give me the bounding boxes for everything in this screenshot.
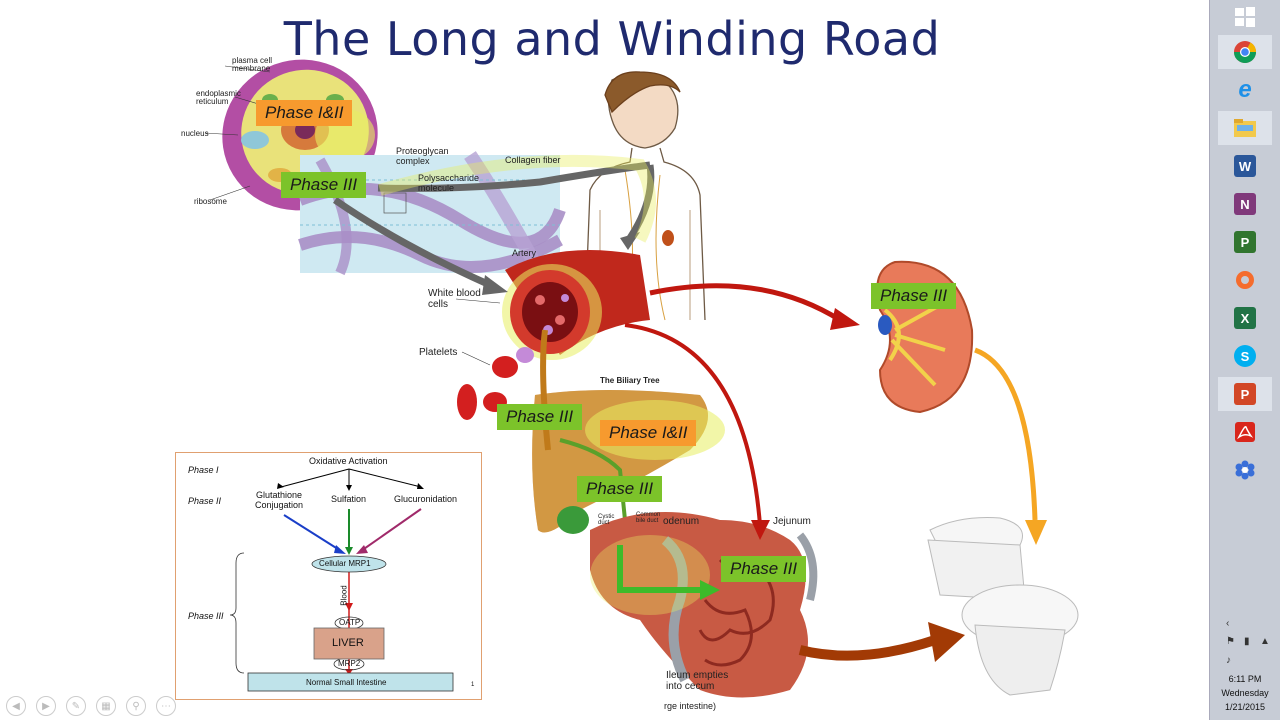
word-icon: W	[1234, 155, 1256, 177]
diagram-oatp: OATP	[339, 618, 361, 627]
human-figure	[584, 71, 706, 321]
diagram-mrp2: MRP2	[338, 659, 361, 668]
ecm-label-proteoglycan: Proteoglycan complex	[396, 146, 449, 166]
taskbar-excel[interactable]: X	[1218, 301, 1272, 335]
onenote-icon: N	[1234, 193, 1256, 215]
toilet-illustration	[927, 517, 1079, 696]
intestine-label-large: rge intestine)	[664, 701, 717, 711]
taskbar-word[interactable]: W	[1218, 149, 1272, 183]
taskbar-origin[interactable]	[1218, 263, 1272, 297]
phase-label-bile-3: Phase III	[577, 476, 663, 502]
blood-vessel-illustration	[455, 250, 650, 420]
diagram-glucuronidation: Glucuronidation	[394, 494, 458, 504]
project-icon: P	[1234, 231, 1256, 253]
skype-icon: S	[1234, 345, 1256, 367]
blood-label-platelets: Platelets	[419, 347, 458, 358]
cell-label-nucleus: nucleus	[181, 129, 209, 138]
taskbar-chrome[interactable]	[1218, 35, 1272, 69]
chrome-icon	[1234, 41, 1256, 63]
ecm-label-polysaccharide: Polysaccharide molecule	[418, 173, 480, 193]
ecm-illustration	[297, 151, 566, 277]
intestine-label-jejunum: Jejunum	[773, 516, 811, 527]
diagram-phase-i: Phase I	[188, 465, 219, 475]
network-icon[interactable]: ▲	[1260, 636, 1270, 647]
diagram-page-number: 1	[471, 682, 475, 688]
start-button[interactable]	[1218, 0, 1272, 34]
zoom-icon[interactable]: ⚲	[126, 696, 146, 716]
slide-grid-icon[interactable]: ▦	[96, 696, 116, 716]
taskbar-file-explorer[interactable]	[1218, 111, 1272, 145]
acrobat-icon	[1235, 422, 1255, 442]
powerpoint-icon: P	[1234, 383, 1256, 405]
taskbar-powerpoint[interactable]: P	[1218, 377, 1272, 411]
slide-title: The Long and Winding Road	[283, 12, 941, 66]
phase-label-intestine-3: Phase III	[721, 556, 807, 582]
phase-label-cell-1-2: Phase I&II	[256, 100, 353, 126]
diagram-mrp1: Cellular MRP1	[319, 559, 371, 568]
diagram-blood: Blood	[339, 585, 349, 606]
clock-day: Wednesday	[1221, 688, 1269, 698]
phase-label-liver-3: Phase III	[497, 404, 583, 430]
blood-label-wbc: White blood cells	[428, 288, 481, 310]
phase-label-cell-3: Phase III	[281, 172, 367, 198]
folder-icon	[1234, 119, 1256, 137]
diagram-liver: LIVER	[332, 637, 364, 649]
origin-icon	[1236, 271, 1254, 289]
next-slide-button[interactable]: ▶	[36, 696, 56, 716]
clock-time[interactable]: 6:11 PM	[1228, 674, 1262, 684]
diagram-phase-ii: Phase II	[188, 496, 222, 506]
more-options-icon[interactable]: ⋯	[156, 696, 176, 716]
clock-date: 1/21/2015	[1224, 702, 1266, 712]
cell-label-membrane: plasma cell membrane	[232, 56, 273, 73]
pen-tool-icon[interactable]: ✎	[66, 696, 86, 716]
liver-label-cystic: Cystic duct	[598, 514, 615, 526]
diagram-oxidative: Oxidative Activation	[309, 456, 388, 466]
taskbar-snowflake-app[interactable]	[1218, 453, 1272, 487]
prev-slide-button[interactable]: ◀	[6, 696, 26, 716]
pathway-arrows	[333, 154, 1047, 662]
taskbar-acrobat[interactable]	[1218, 415, 1272, 449]
battery-icon[interactable]: ▮	[1244, 636, 1250, 647]
taskbar-ie[interactable]: e	[1218, 73, 1272, 107]
ecm-label-collagen: Collagen fiber	[505, 155, 561, 165]
taskbar-project[interactable]: P	[1218, 225, 1272, 259]
diagram-intestine: Normal Small Intestine	[306, 678, 387, 687]
phase-label-kidney-3: Phase III	[871, 283, 957, 309]
intestine-label-ileum: Ileum empties into cecum	[666, 670, 729, 692]
cell-label-er: endoplasmic reticulum	[196, 89, 241, 106]
volume-icon[interactable]: ♪	[1226, 655, 1231, 666]
phase-label-liver-1-2: Phase I&II	[600, 420, 697, 446]
slide-canvas: The Long and Winding Road Phase I&II Pha…	[6, 12, 1079, 716]
liver-label-biliary-tree: The Biliary Tree	[600, 376, 660, 385]
liver-label-common-bile: Common bile duct	[636, 512, 661, 524]
windows-icon	[1235, 7, 1255, 27]
windows-taskbar: e W N P X S P	[1209, 0, 1280, 720]
taskbar-onenote[interactable]: N	[1218, 187, 1272, 221]
blood-label-artery: Artery	[512, 248, 537, 258]
diagram-sulfation: Sulfation	[331, 494, 367, 504]
diagram-arrows	[229, 468, 454, 692]
diagram-phase-iii: Phase III	[188, 611, 224, 621]
diagram-glutathione: Glutathione Conjugation	[254, 490, 304, 510]
excel-icon: X	[1234, 307, 1256, 329]
ie-icon: e	[1238, 76, 1252, 103]
intestine-label-duodenum: odenum	[663, 516, 700, 527]
snowflake-icon	[1235, 460, 1255, 480]
flag-icon[interactable]: ⚑	[1226, 636, 1235, 647]
tray-chevron-icon[interactable]: ‹	[1226, 618, 1230, 629]
detox-mechanism-diagram: Oxidative Activation Phase I Phase II Ph…	[175, 452, 482, 700]
cell-label-ribosome: ribosome	[194, 197, 227, 206]
taskbar-skype[interactable]: S	[1218, 339, 1272, 373]
